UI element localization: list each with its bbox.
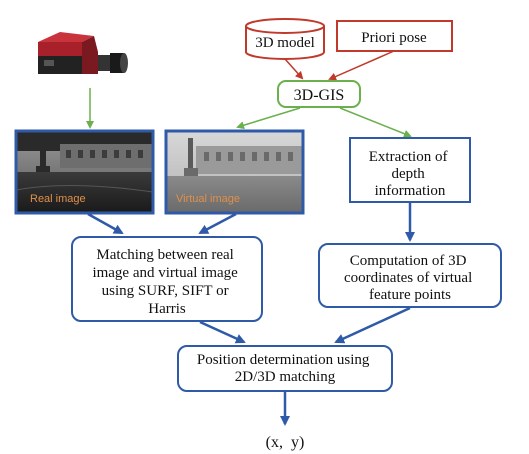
3d-gis-node: 3D-GIS (277, 80, 361, 108)
priori-pose-node: Priori pose (336, 20, 453, 52)
3d-model-label: 3D model (255, 35, 315, 51)
computation-node: Computation of 3D coordinates of virtual… (318, 243, 502, 308)
computation-line-2: coordinates of virtual (344, 270, 472, 286)
matching-line-3: using SURF, SIFT or (102, 283, 229, 299)
3d-model-node: 3D model (245, 18, 325, 60)
computation-line-1: Computation of 3D (350, 253, 467, 269)
arrow-3dmodel-to-gis (284, 58, 304, 80)
svg-text:Matching between real im: Matching between real image and virtual … (92, 247, 241, 317)
arrow-priori-to-gis (328, 50, 395, 81)
arrow-real-to-matching (87, 212, 124, 235)
real-image-label: Real image (30, 193, 86, 205)
real-image: Real image (14, 129, 155, 215)
arrow-virtual-to-matching (198, 212, 237, 235)
matching-line-2: image and virtual image (92, 265, 238, 281)
priori-pose-label: Priori pose (361, 30, 427, 46)
arrow-gis-to-extraction (339, 107, 412, 138)
svg-text:Computation of 3D coordi: Computation of 3D coordinates of virtual… (344, 253, 476, 303)
extraction-line-1: Extraction of (369, 149, 448, 165)
position-node: Position determination using 2D/3D match… (177, 345, 393, 392)
svg-text:Position determination using: Position determination using 2D/3D match… (197, 352, 373, 385)
position-line-2: 2D/3D matching (235, 369, 336, 385)
matching-node: Matching between real image and virtual … (71, 236, 263, 322)
3d-gis-label: 3D-GIS (294, 87, 345, 104)
svg-text:Extraction of depth: Extraction of depth information (369, 149, 451, 199)
arrow-gis-to-virtual (236, 107, 301, 130)
extraction-line-3: information (375, 183, 446, 199)
extraction-node: Extraction of depth information (349, 137, 471, 203)
matching-line-4: Harris (148, 301, 186, 317)
arrow-matching-to-position (199, 320, 246, 344)
arrow-computation-to-position (334, 306, 411, 344)
extraction-line-2: depth (391, 166, 425, 182)
camera-icon (38, 32, 128, 74)
position-line-1: Position determination using (197, 352, 370, 368)
computation-line-3: feature points (369, 287, 451, 303)
output-coordinates: (x, y) (266, 434, 305, 451)
matching-line-1: Matching between real (96, 247, 233, 263)
virtual-image: Virtual image (164, 129, 305, 215)
virtual-image-label: Virtual image (176, 193, 240, 205)
